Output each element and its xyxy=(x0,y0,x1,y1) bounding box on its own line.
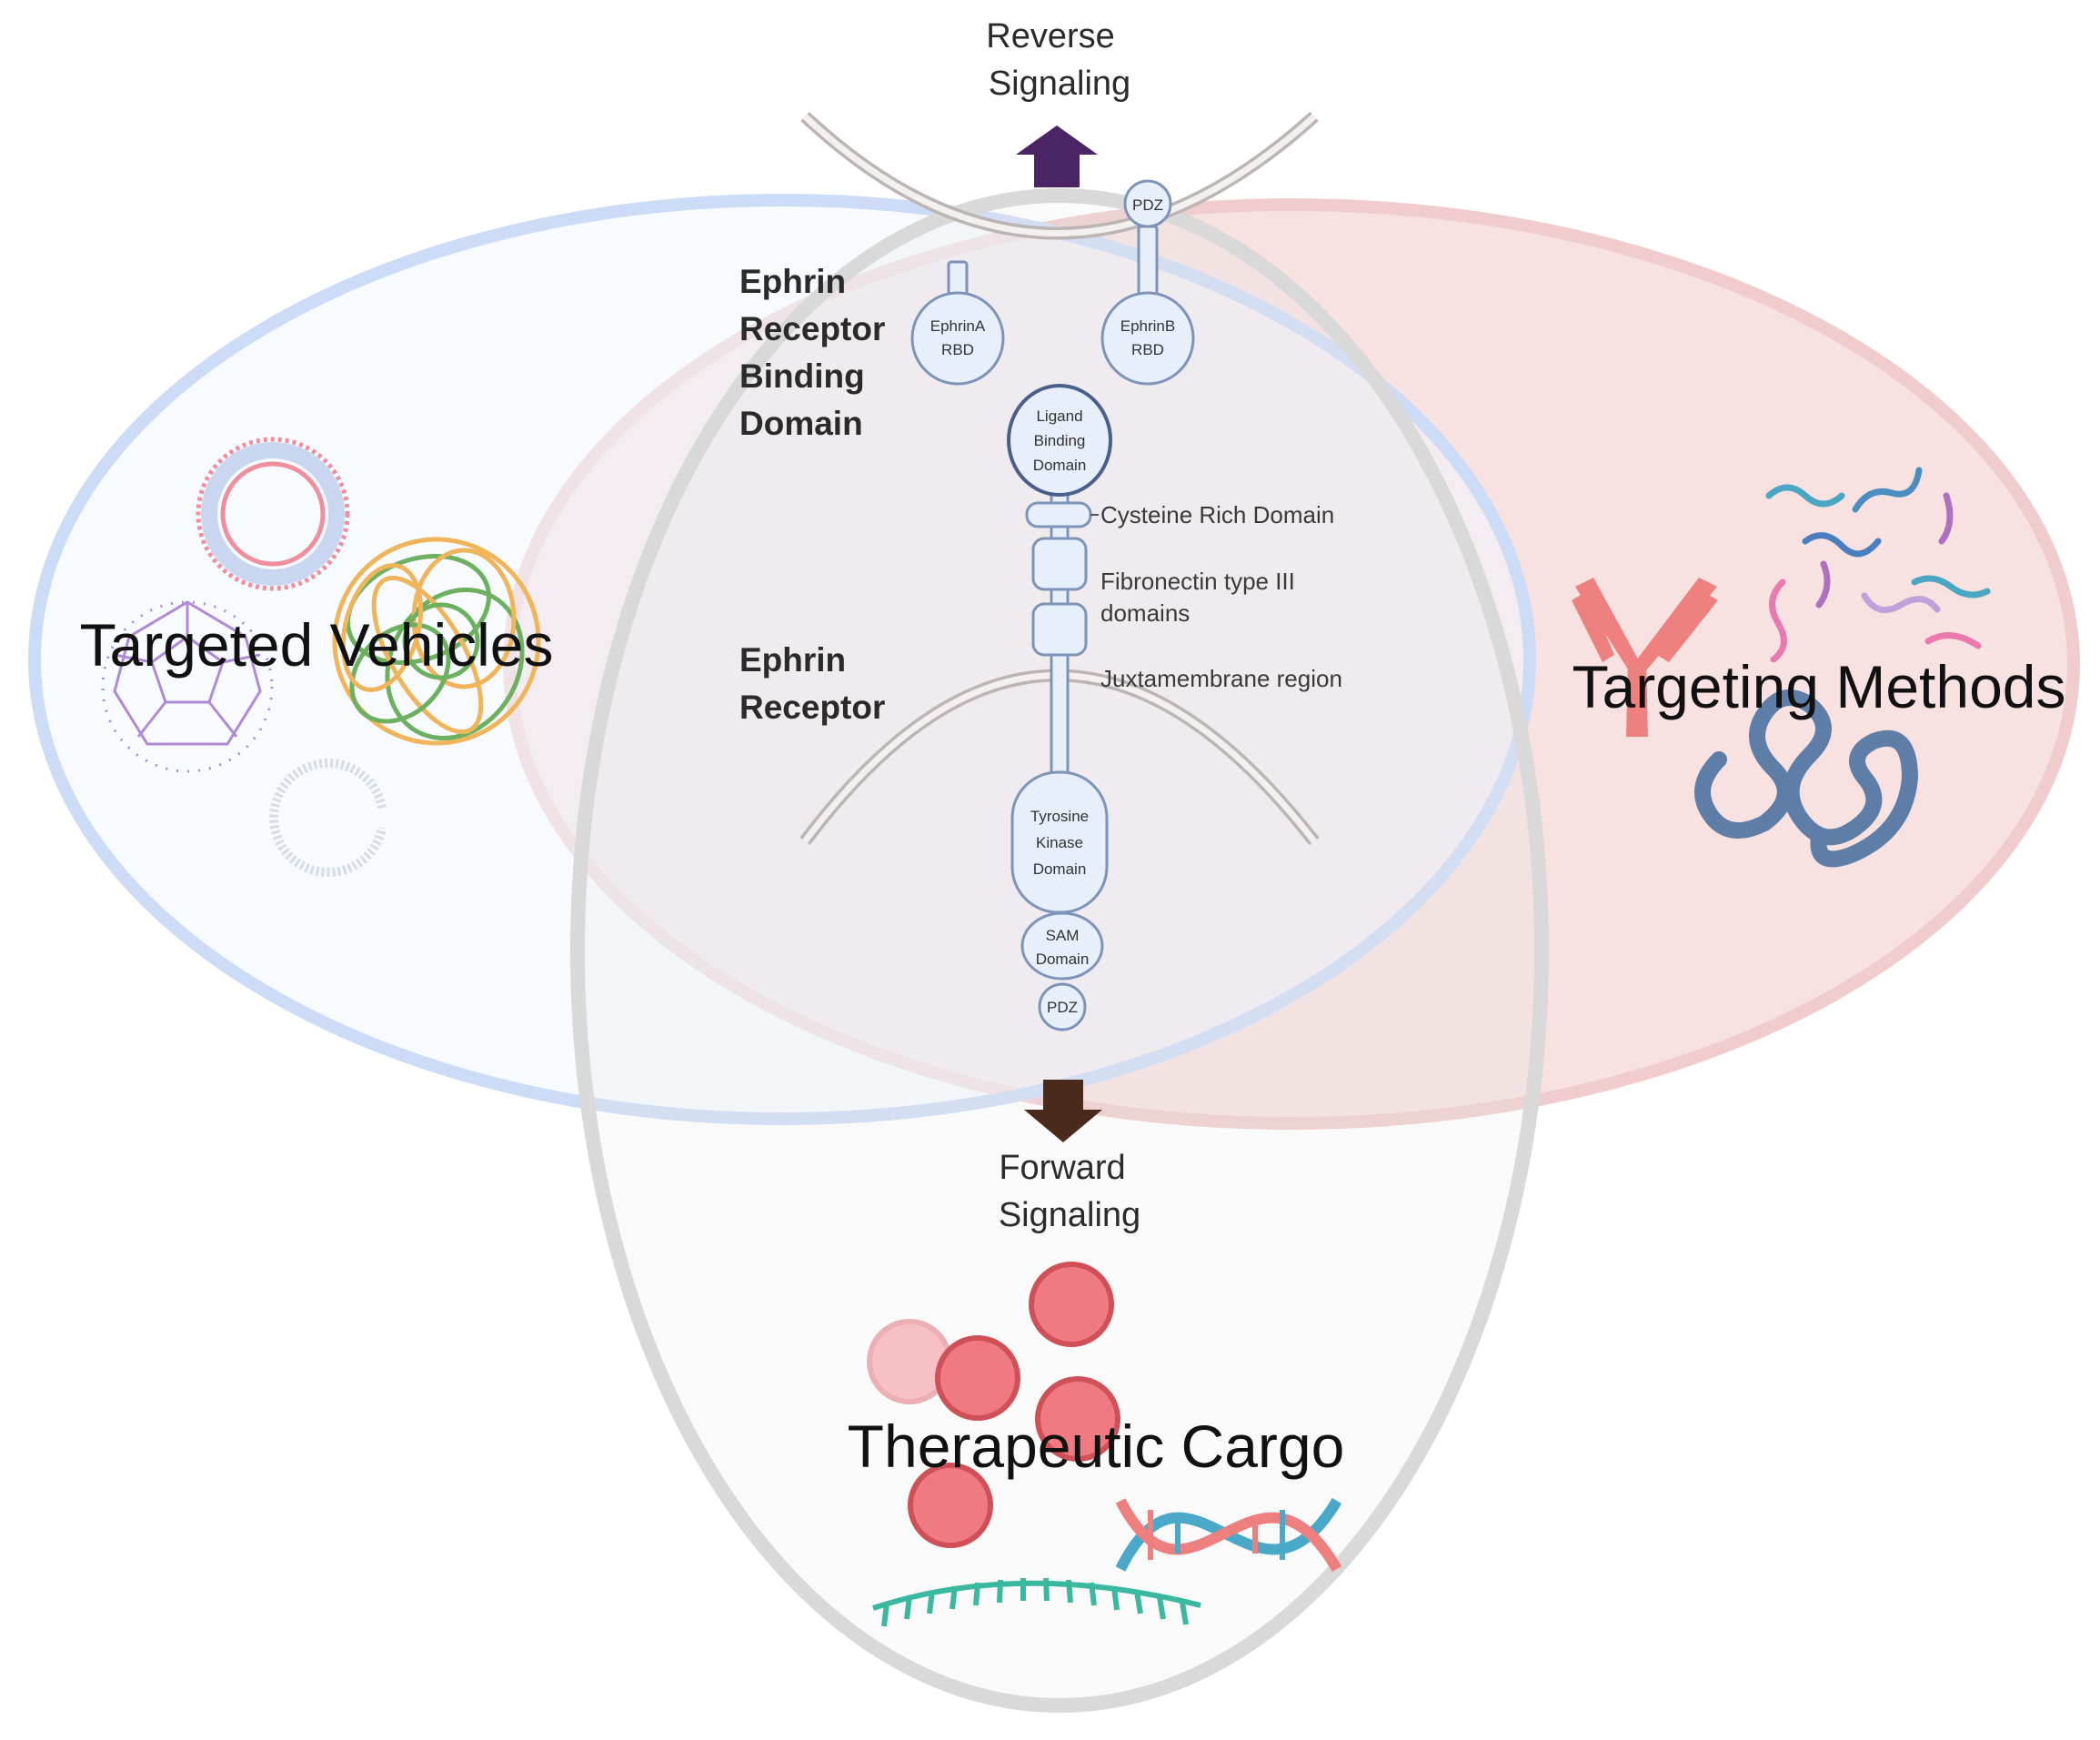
ligand-binding-domain xyxy=(1007,384,1112,497)
left-oval-targeted-vehicles xyxy=(28,194,1536,1125)
drug-sphere-icon xyxy=(867,1262,1120,1548)
fibronectin-domain-1 xyxy=(1031,537,1088,591)
ephrin-b-rbd-circle xyxy=(1100,291,1195,386)
sam-label-2: Domain xyxy=(1036,950,1090,968)
binding-domain-label-line2: Receptor xyxy=(739,310,885,347)
ligand-binding-label-2: Binding xyxy=(1034,432,1086,449)
sam-label-1: SAM xyxy=(1046,927,1080,944)
sam-domain xyxy=(1020,911,1104,981)
protein-chain-icon xyxy=(1694,689,1918,868)
therapeutic-cargo-label: Therapeutic Cargo xyxy=(848,1413,1345,1480)
ephrin-a-rbd-circle xyxy=(910,291,1005,386)
antibody-icon xyxy=(1572,578,1718,737)
fibronectin-label-2: domains xyxy=(1100,599,1190,627)
tyrosine-kinase-label-2: Kinase xyxy=(1036,834,1083,851)
binding-domain-label-line1: Ephrin xyxy=(739,263,846,300)
ephrin-b-label-1: EphrinB xyxy=(1120,317,1175,335)
liposome-icon xyxy=(196,437,350,591)
ephrin-a-label-2: RBD xyxy=(941,341,974,358)
binding-domain-label-line3: Binding xyxy=(739,357,865,395)
tyrosine-kinase-label-1: Tyrosine xyxy=(1030,808,1089,825)
fibronectin-domain-2 xyxy=(1031,602,1088,657)
peptide-fragments-icon xyxy=(1765,467,1991,663)
forward-signaling-label-1: Forward xyxy=(999,1149,1125,1187)
ephrin-receptor: Ligand Binding Domain Cysteine Rich Doma… xyxy=(1007,384,1342,1031)
ephrin-b-label-2: RBD xyxy=(1131,341,1164,358)
fibronectin-label-1: Fibronectin type III xyxy=(1100,568,1295,595)
bottom-pdz-label: PDZ xyxy=(1047,999,1078,1016)
reverse-signaling-label-1: Reverse xyxy=(986,17,1115,55)
dna-helix-icon xyxy=(1115,1497,1342,1573)
targeting-methods-label: Targeting Methods xyxy=(1572,653,2066,720)
ligand-binding-label-3: Domain xyxy=(1033,457,1087,474)
reverse-signaling-label-2: Signaling xyxy=(989,65,1130,103)
reverse-signaling-arrow-icon xyxy=(1016,126,1098,187)
ephrin-b-ligand: PDZ EphrinB RBD xyxy=(1100,179,1195,386)
polymer-nanoparticle-icon xyxy=(332,537,541,746)
exosome-icon xyxy=(269,759,387,877)
juxtamembrane-label: Juxtamembrane region xyxy=(1100,665,1342,692)
tyrosine-kinase-label-3: Domain xyxy=(1033,860,1087,878)
bottom-pdz-circle xyxy=(1038,982,1087,1031)
cysteine-rich-domain xyxy=(1025,501,1092,528)
targeted-vehicles-label: Targeted Vehicles xyxy=(79,611,553,679)
ephrin-receptor-label-line2: Receptor xyxy=(739,689,885,726)
cysteine-rich-label: Cysteine Rich Domain xyxy=(1100,501,1334,528)
forward-signaling-arrow-icon xyxy=(1024,1080,1102,1142)
binding-domain-label-line4: Domain xyxy=(739,405,863,442)
binding-domain-label: Ephrin Receptor Binding Domain xyxy=(739,263,885,442)
ephrin-receptor-label: Ephrin Receptor xyxy=(739,641,885,726)
ephrin-receptor-label-line1: Ephrin xyxy=(739,641,846,679)
ligand-binding-label-1: Ligand xyxy=(1036,407,1082,425)
ephrin-a-ligand: EphrinA RBD xyxy=(910,260,1005,386)
forward-signaling-label-2: Signaling xyxy=(999,1196,1140,1234)
rna-strand-icon xyxy=(872,1577,1201,1627)
fullerene-cage-icon xyxy=(101,600,274,773)
top-pdz-label: PDZ xyxy=(1132,196,1163,214)
ephrin-a-label-1: EphrinA xyxy=(930,317,986,335)
top-cell-membrane-inner xyxy=(802,114,1317,236)
